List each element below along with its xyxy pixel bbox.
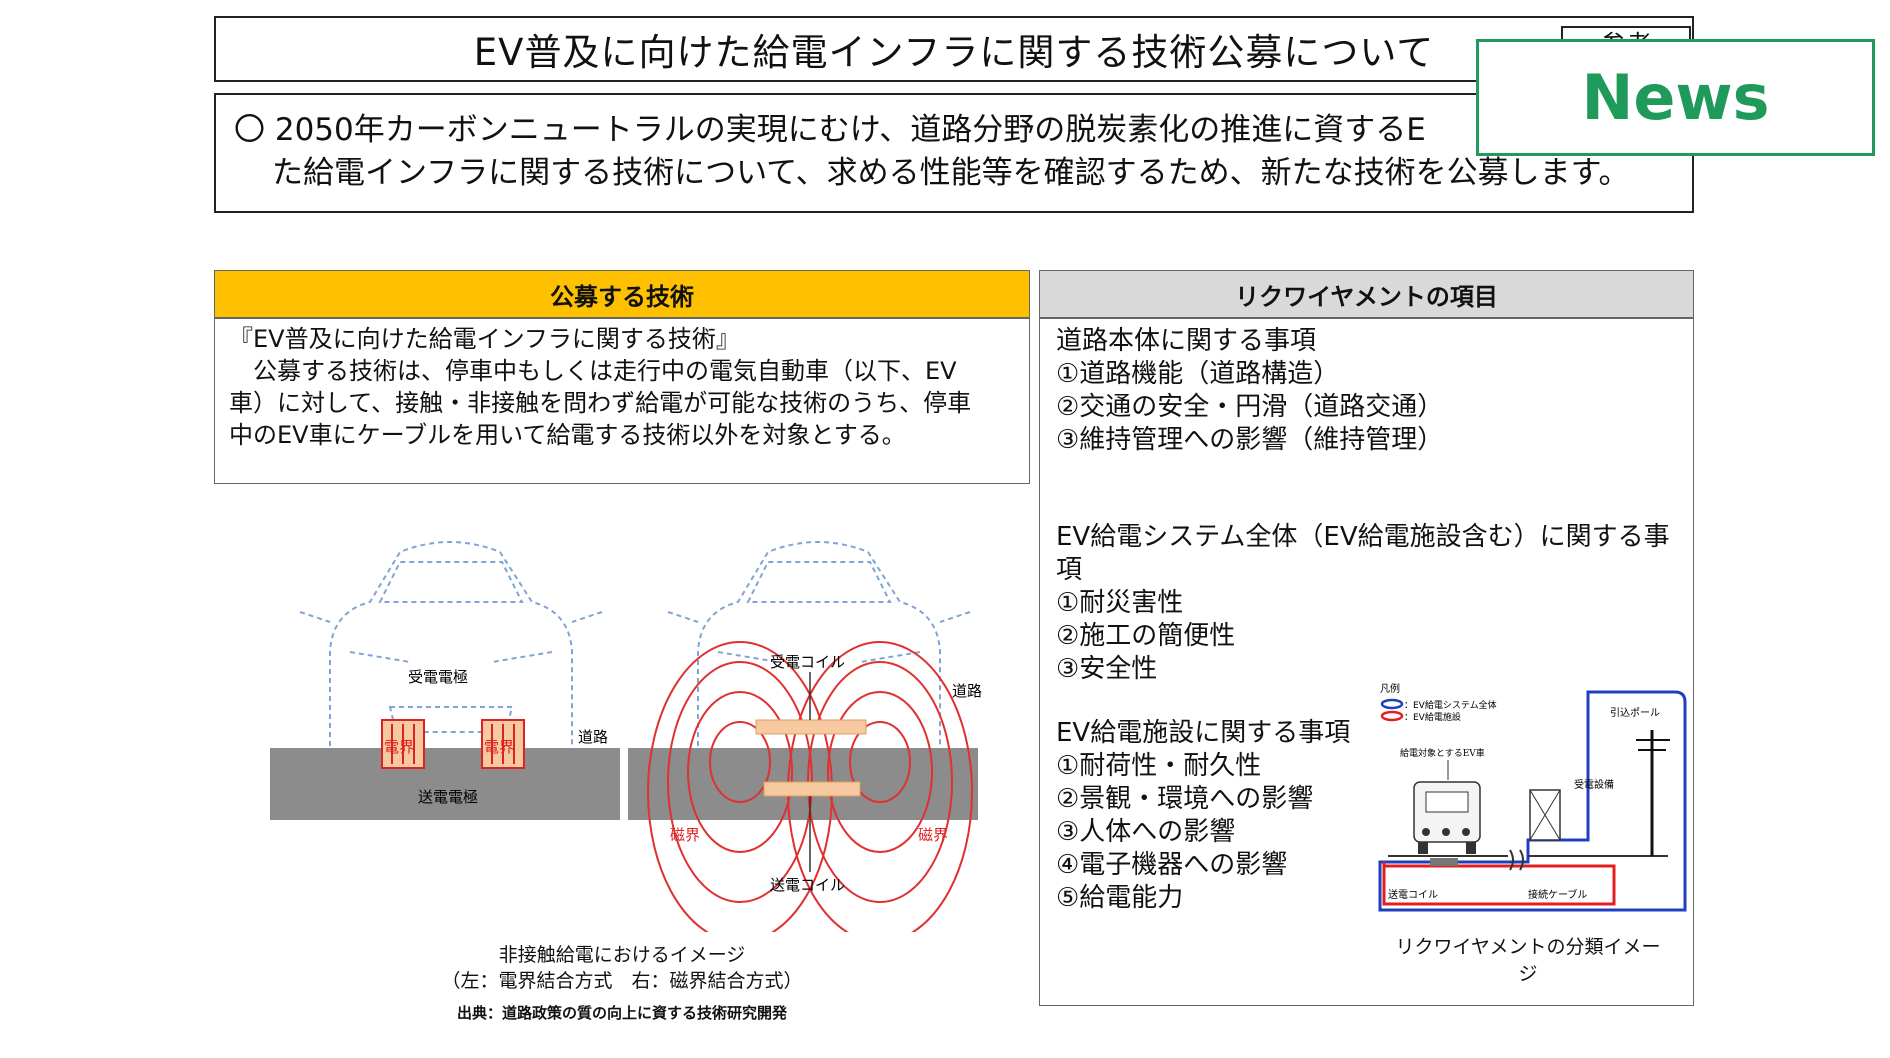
magnetic-field-label-left: 磁界 (670, 826, 700, 844)
intro-line-2: た給電インフラに関する技術について、求める性能等を確認するため、新たな技術を公募… (272, 155, 1630, 191)
road-right-label: 道路 (952, 682, 982, 700)
ev-label: 給電対象とするEV車 (1400, 747, 1485, 759)
system-boundary (1378, 690, 1687, 912)
requirements-box: 道路本体に関する事項 ①道路機能（道路構造） ②交通の安全・円滑（道路交通） ③… (1039, 318, 1694, 1006)
requirement-group-system: EV給電システム全体（EV給電施設含む）に関する事項 ①耐災害性 ②施工の簡便性… (1056, 521, 1693, 686)
requirement-item: ④電子機器への影響 (1056, 850, 1288, 880)
requirement-classification-diagram: 凡例 ：EV給電システム全体 ：EV給電施設 給電対象とするEV車 引込ポール … (1378, 682, 1687, 912)
wireless-charging-illustration: 受電電極 送電電極 道路 電界 電界 受電コイル 送電コイル 道路 磁界 磁界 (270, 541, 982, 932)
page-title: EV普及に向けた給電インフラに関する技術公募について (473, 31, 1435, 74)
requirement-group-title: 道路本体に関する事項 (1056, 326, 1317, 356)
requirement-group-title: EV給電施設に関する事項 (1056, 718, 1351, 748)
send-electrode-label: 送電電極 (418, 788, 478, 806)
facility-boundary (1382, 862, 1616, 906)
electric-field-electrodes (381, 719, 525, 769)
illustration-caption-2: （左：電界結合方式 右：磁界結合方式） (441, 970, 803, 992)
tech-line-1: 『EV普及に向けた給電インフラに関する技術』 (229, 325, 740, 353)
tech-line-4: 中のEV車にケーブルを用いて給電する技術以外を対象とする。 (229, 421, 906, 449)
car-outline-left (299, 541, 603, 746)
receive-coil-label: 受電コイル (770, 653, 845, 671)
requirements-section-heading: リクワイヤメントの項目 (1039, 270, 1694, 318)
requirement-group-title: EV給電システム全体（EV給電施設含む）に関する事項 (1056, 522, 1670, 585)
requirement-item: ②施工の簡便性 (1056, 621, 1236, 651)
send-coil-label: 送電コイル (770, 876, 845, 894)
requirement-item: ①道路機能（道路構造） (1056, 359, 1340, 389)
requirement-diagram-caption: リクワイヤメントの分類イメージ (1395, 936, 1661, 985)
requirement-group-facility: EV給電施設に関する事項 ①耐荷性・耐久性 ②景観・環境への影響 ③人体への影響… (1056, 717, 1350, 915)
pole-label: 引込ポール (1610, 707, 1660, 719)
intro-line-1: 〇 2050年カーボンニュートラルの実現にむけ、道路分野の脱炭素化の推進に資する… (234, 112, 1426, 148)
legend-system-label: ：EV給電システム全体 (1404, 699, 1497, 711)
electric-field-label-1: 電界 (384, 738, 414, 756)
legend-title: 凡例 (1380, 682, 1400, 695)
road-left (270, 748, 620, 820)
legend-system-icon (1380, 698, 1404, 710)
equipment-label: 受電設備 (1574, 778, 1614, 791)
tech-line-3: 車）に対して、接触・非接触を問わず給電が可能な技術のうち、停車 (229, 389, 972, 417)
requirement-group-road: 道路本体に関する事項 ①道路機能（道路構造） ②交通の安全・円滑（道路交通） ③… (1056, 325, 1443, 457)
send-coil-block (1430, 858, 1458, 866)
receive-electrode-label: 受電電極 (408, 668, 468, 686)
requirement-item: ③維持管理への影響（維持管理） (1056, 425, 1444, 455)
legend-facility-label: ：EV給電施設 (1404, 711, 1461, 723)
magnetic-field-label-right: 磁界 (918, 826, 948, 844)
requirement-item: ②交通の安全・円滑（道路交通） (1056, 392, 1444, 422)
requirement-item: ②景観・環境への影響 (1056, 784, 1314, 814)
electric-field-label-2: 電界 (484, 738, 514, 756)
requirement-item: ①耐荷性・耐久性 (1056, 751, 1262, 781)
requirement-item: ①耐災害性 (1056, 588, 1184, 618)
cable-label: 接続ケーブル (1528, 888, 1587, 901)
tech-description: 『EV普及に向けた給電インフラに関する技術』 公募する技術は、停車中もしくは走行… (214, 318, 1030, 484)
requirement-item: ③人体への影響 (1056, 817, 1236, 847)
receive-coil (755, 719, 867, 735)
title-box: EV普及に向けた給電インフラに関する技術公募について 参考 (214, 16, 1694, 82)
tech-section-heading: 公募する技術 (214, 270, 1030, 318)
illustration-caption-1: 非接触給電におけるイメージ (498, 944, 746, 966)
intro-box: 〇 2050年カーボンニュートラルの実現にむけ、道路分野の脱炭素化の推進に資する… (214, 93, 1694, 213)
send-coil (763, 781, 861, 797)
requirement-item: ③安全性 (1056, 654, 1158, 684)
illustration-source: 出典：道路政策の質の向上に資する技術研究開発 (456, 1004, 787, 1022)
car-outline-right (667, 541, 971, 746)
coil-label: 送電コイル (1388, 888, 1438, 901)
requirement-item: ⑤給電能力 (1056, 883, 1184, 913)
road-left-label: 道路 (578, 728, 608, 746)
news-badge: News (1476, 39, 1875, 156)
tech-line-2: 公募する技術は、停車中もしくは走行中の電気自動車（以下、EV (229, 357, 957, 385)
legend-facility-icon (1380, 710, 1404, 722)
